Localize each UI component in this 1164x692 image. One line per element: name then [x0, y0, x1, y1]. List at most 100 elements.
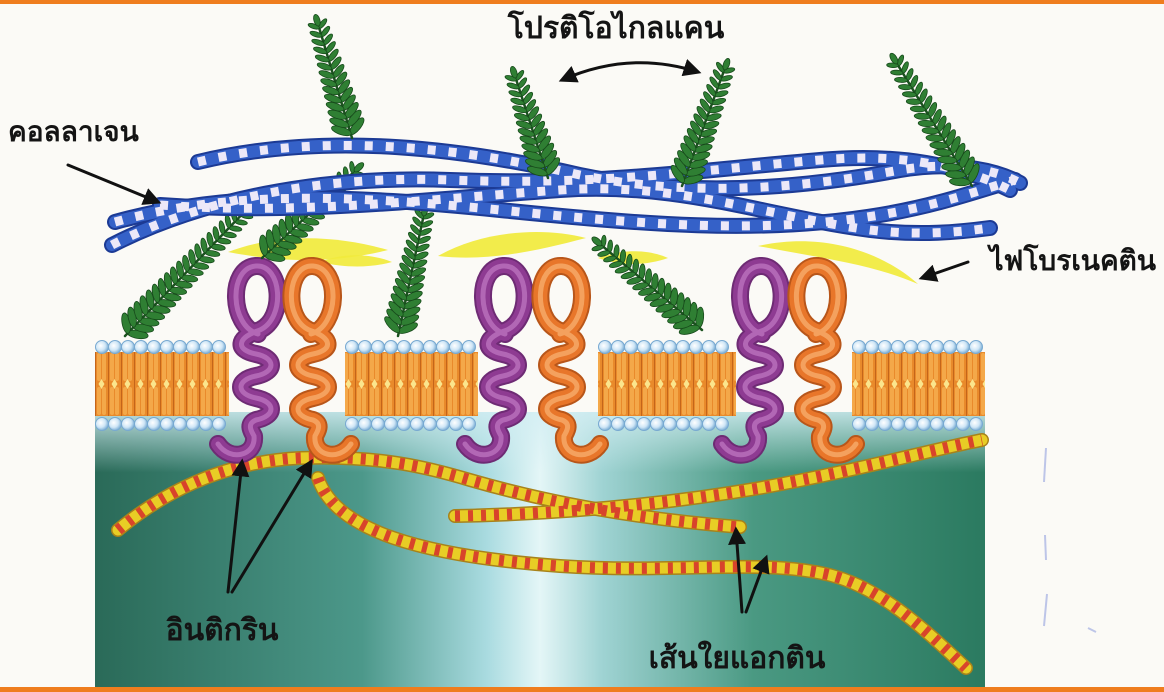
lipid-head-outer [174, 341, 187, 354]
lipid-head-outer [346, 341, 359, 354]
lipid-head-outer [651, 341, 664, 354]
lipid-head-inner [716, 418, 729, 431]
lipid-head-outer [905, 341, 918, 354]
lipid-head-outer [463, 341, 476, 354]
lipid-head-inner [664, 418, 677, 431]
lipid-head-inner [853, 418, 866, 431]
lipid-head-outer [372, 341, 385, 354]
lipid-head-inner [931, 418, 944, 431]
lipid-head-inner [96, 418, 109, 431]
fibronectin-label: ไฟโบรเนคติน [986, 243, 1156, 277]
lipid-head-inner [703, 418, 716, 431]
lipid-head-inner [424, 418, 437, 431]
lipid-head-inner [866, 418, 879, 431]
lipid-head-inner [944, 418, 957, 431]
lipid-head-inner [690, 418, 703, 431]
lipid-head-inner [385, 418, 398, 431]
lipid-head-outer [96, 341, 109, 354]
lipid-head-outer [411, 341, 424, 354]
lipid-head-inner [463, 418, 476, 431]
lipid-head-inner [612, 418, 625, 431]
proteoglycan-label: โปรติโอไกลแคน [507, 9, 725, 46]
lipid-head-outer [970, 341, 983, 354]
lipid-head-outer [690, 341, 703, 354]
lipid-head-inner [359, 418, 372, 431]
fern-leaflet [906, 98, 921, 104]
lipid-head-inner [200, 418, 213, 431]
lipid-head-outer [213, 341, 226, 354]
lipid-head-inner [372, 418, 385, 431]
lipid-head-inner [970, 418, 983, 431]
lipid-head-outer [135, 341, 148, 354]
lipid-head-inner [651, 418, 664, 431]
lipid-head-outer [161, 341, 174, 354]
lipid-head-inner [135, 418, 148, 431]
lipid-head-inner [892, 418, 905, 431]
lipid-head-outer [866, 341, 879, 354]
lipid-head-inner [638, 418, 651, 431]
lipid-head-inner [187, 418, 200, 431]
lipid-head-outer [677, 341, 690, 354]
lipid-head-outer [424, 341, 437, 354]
lipid-head-inner [411, 418, 424, 431]
lipid-head-outer [944, 341, 957, 354]
lipid-head-outer [437, 341, 450, 354]
lipid-head-outer [148, 341, 161, 354]
lipid-head-outer [625, 341, 638, 354]
fern-leaflet [910, 106, 926, 113]
lipid-head-inner [148, 418, 161, 431]
lipid-head-inner [599, 418, 612, 431]
lipid-head-outer [187, 341, 200, 354]
lipid-head-inner [879, 418, 892, 431]
lipid-head-outer [200, 341, 213, 354]
lipid-head-outer [450, 341, 463, 354]
lipid-head-outer [957, 341, 970, 354]
lipid-head-inner [161, 418, 174, 431]
lipid-head-outer [879, 341, 892, 354]
lipid-tails [95, 352, 229, 416]
bottom-border [0, 687, 1164, 692]
lipid-head-inner [122, 418, 135, 431]
lipid-head-inner [398, 418, 411, 431]
fern-leaflet [902, 91, 916, 97]
lipid-head-inner [905, 418, 918, 431]
lipid-head-inner [437, 418, 450, 431]
lipid-head-outer [122, 341, 135, 354]
lipid-head-outer [398, 341, 411, 354]
fern-leaflet [894, 77, 907, 83]
lipid-head-outer [918, 341, 931, 354]
actin-label: เส้นใยแอกติน [649, 640, 826, 676]
fern-leaflet [898, 84, 912, 90]
fern-leaflet [890, 70, 903, 76]
collagen-label: คอลลาเจน [8, 115, 139, 148]
lipid-head-outer [359, 341, 372, 354]
lipid-head-outer [385, 341, 398, 354]
top-border [0, 0, 1164, 4]
lipid-head-outer [638, 341, 651, 354]
scan-mark [1045, 535, 1046, 560]
lipid-head-inner [918, 418, 931, 431]
lipid-head-inner [677, 418, 690, 431]
lipid-head-inner [346, 418, 359, 431]
lipid-head-inner [213, 418, 226, 431]
lipid-head-outer [612, 341, 625, 354]
lipid-head-inner [174, 418, 187, 431]
lipid-head-outer [716, 341, 729, 354]
lipid-head-inner [109, 418, 122, 431]
lipid-head-outer [703, 341, 716, 354]
lipid-head-outer [664, 341, 677, 354]
lipid-head-inner [450, 418, 463, 431]
lipid-head-outer [599, 341, 612, 354]
lipid-tails [852, 352, 985, 416]
lipid-head-inner [625, 418, 638, 431]
lipid-head-outer [892, 341, 905, 354]
lipid-tails [345, 352, 478, 416]
lipid-head-outer [931, 341, 944, 354]
lipid-head-outer [853, 341, 866, 354]
integrin-label: อินติกริน [166, 613, 279, 648]
lipid-head-outer [109, 341, 122, 354]
lipid-tails [598, 352, 736, 416]
lipid-head-inner [957, 418, 970, 431]
fern-leaflet [914, 113, 930, 120]
